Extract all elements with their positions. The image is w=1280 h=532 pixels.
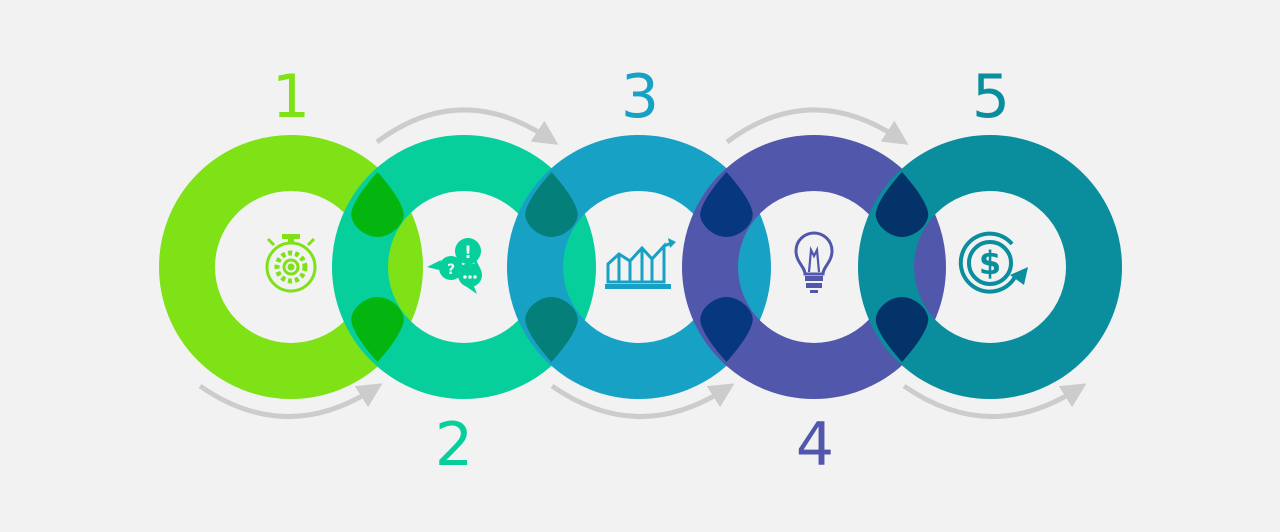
step-number-3: 3 [621,62,659,132]
svg-text:!: ! [464,243,472,263]
step-number-2: 2 [435,410,473,480]
svg-text:?: ? [447,262,455,278]
speech-bubbles-icon: ! ? [427,238,482,294]
ring-step-3 [507,135,771,399]
flow-arrow-4-5 [725,107,909,145]
lightbulb-icon [794,231,834,293]
step-number-1: 1 [272,62,310,132]
ring-step-1 [159,135,423,399]
flow-arrow-1-2 [198,383,383,419]
flow-arrows [198,107,1087,419]
ring-overlap-bottom-3-4 [700,297,753,362]
dollar-cycle-icon: $ [958,231,1028,294]
ring-overlap-bottom-4-5 [875,297,929,362]
overlap-layer [351,172,929,362]
ring-step-4 [682,135,946,399]
flow-arrow-3-4 [550,383,735,419]
ring-overlap-top-2-3 [525,172,578,237]
flow-arrow-2-3 [375,107,559,145]
flow-arrow-5-end [902,383,1087,419]
stopwatch-gear-icon [265,234,317,293]
ring-step-5 [858,135,1122,399]
svg-text:$: $ [979,244,1001,282]
ring-overlap-top-1-2 [351,172,404,237]
ring-overlap-bottom-1-2 [351,297,404,362]
ring-overlap-bottom-2-3 [525,297,578,362]
rings-layer [159,135,1122,399]
ring-overlap-top-4-5 [875,172,929,237]
step-number-4: 4 [796,410,834,480]
ring-step-2 [332,135,596,399]
step-number-5: 5 [972,62,1010,132]
growth-chart-icon [605,238,676,289]
ring-overlap-top-3-4 [700,172,753,237]
